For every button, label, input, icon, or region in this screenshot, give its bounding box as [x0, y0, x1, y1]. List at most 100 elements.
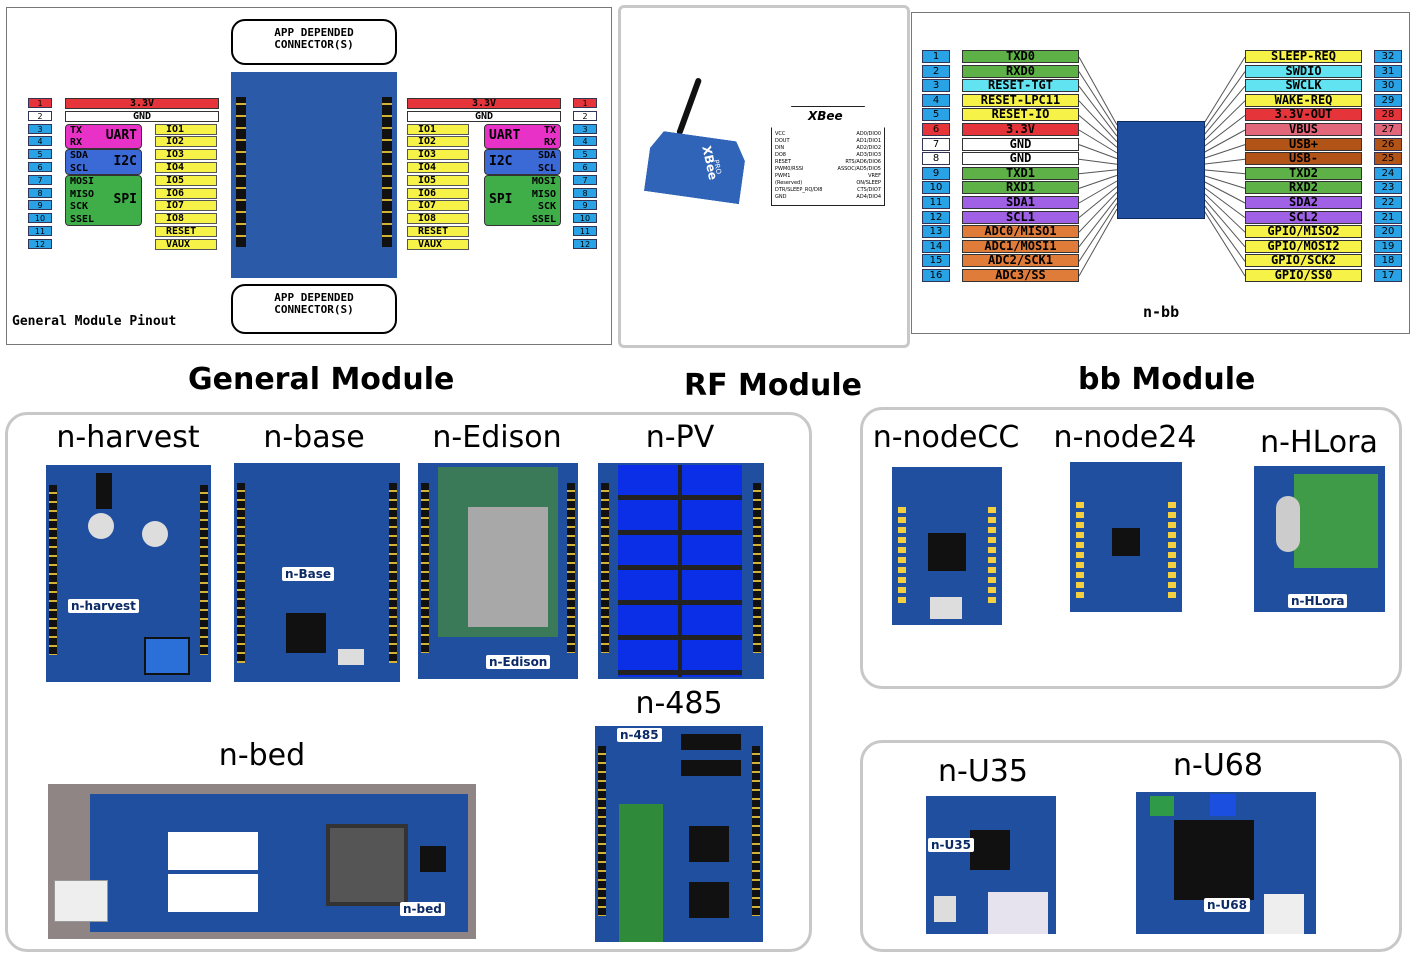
- xbee-left-pin: GND: [775, 194, 787, 200]
- group-name: UART: [489, 128, 521, 144]
- io-pin: RESET: [407, 226, 469, 237]
- bb-right-connector-line: [1202, 203, 1246, 262]
- bb-pin-label: GPIO/SCK2: [1245, 254, 1362, 268]
- io-pin: IO3: [407, 149, 469, 161]
- group-pin-label: SSEL: [531, 214, 556, 226]
- pin-number: 5: [573, 149, 597, 160]
- n-hlora-board-label: n-HLora: [1288, 594, 1348, 608]
- n-bed-board: n-bed: [48, 784, 476, 939]
- bb-pin-number: 14: [922, 239, 950, 253]
- bb-modules-group-b: [860, 740, 1402, 952]
- group-pin-label: SCK: [70, 201, 89, 213]
- bb-pin-number: 16: [922, 269, 950, 282]
- bb-pin-number: 26: [1374, 137, 1402, 151]
- io-pin: RESET: [155, 226, 217, 237]
- group-pin-label: SCK: [537, 201, 556, 213]
- bb-pin-label: GPIO/SS0: [1245, 269, 1362, 282]
- bb-pin-number: 19: [1374, 239, 1402, 253]
- bb-pin-label: USB+: [1245, 137, 1362, 151]
- callout-bottom: APP DEPENDED CONNECTOR(S): [231, 284, 397, 334]
- io-pin: VAUX: [407, 238, 469, 250]
- pin-number: 2: [28, 110, 52, 121]
- bb-pin-number: 6: [922, 123, 950, 136]
- n-harvest-board: n-harvest: [46, 465, 211, 682]
- bb-pin-number: 29: [1374, 93, 1402, 107]
- bb-pin-label: RESET-TGT: [962, 79, 1079, 93]
- bb-pin-number: 20: [1374, 225, 1402, 239]
- group-pin-label: RX: [70, 137, 83, 149]
- bb-pin-label: ADC2/SCK1: [962, 254, 1079, 268]
- group-pin-label: SCL: [537, 162, 556, 174]
- group-name: SPI: [489, 192, 513, 208]
- bb-pin-label: RXD1: [962, 181, 1079, 195]
- pin-number: 2: [573, 110, 597, 121]
- bb-pin-label: SCL2: [1245, 210, 1362, 224]
- xbee-left-pin: DOUT: [775, 138, 790, 144]
- bb-right-connector-line: [1202, 71, 1246, 131]
- n-u35-title: n-U35: [938, 754, 1028, 789]
- bb-right-connector-line: [1202, 180, 1246, 204]
- power-bar: 3.3V: [407, 98, 561, 109]
- callout-top: APP DEPENDED CONNECTOR(S): [231, 19, 397, 65]
- header-right: [382, 97, 392, 247]
- n-base-title: n-base: [263, 420, 365, 455]
- header-left: [236, 97, 246, 247]
- group-name: I2C: [489, 153, 513, 169]
- bb-left-connector-line: [1078, 208, 1118, 277]
- bb-left-connector-line: [1078, 56, 1118, 126]
- bb-right-connector-line: [1202, 100, 1246, 143]
- io-pin: IO7: [155, 200, 217, 212]
- bb-pin-label: RXD0: [962, 64, 1079, 78]
- bb-right-connector-line: [1202, 169, 1246, 175]
- n-u68-title: n-U68: [1173, 748, 1263, 783]
- bb-left-connector-line: [1078, 174, 1118, 189]
- xbee-left-pin: VCC: [775, 131, 786, 137]
- bb-right-connector-line: [1202, 115, 1246, 148]
- n-485-title: n-485: [635, 686, 723, 721]
- bb-pin-label: ADC1/MOSI1: [962, 239, 1079, 253]
- bb-pin-number: 24: [1374, 166, 1402, 180]
- bb-pin-label: ADC3/SS: [962, 269, 1079, 282]
- io-pin: IO6: [407, 187, 469, 199]
- n-harvest-board-label: n-harvest: [68, 599, 139, 613]
- n-base-board: n-Base: [234, 463, 400, 682]
- bb-right-connector-line: [1202, 129, 1246, 154]
- io-pin: IO3: [155, 149, 217, 161]
- bb-module-heading: bb Module: [1078, 362, 1256, 397]
- pin-number: 5: [28, 149, 52, 160]
- bb-pin-label: GND: [962, 152, 1079, 166]
- group-pin-label: MISO: [70, 188, 95, 200]
- bb-pin-label: 3.3V-OUT: [1245, 108, 1362, 122]
- bb-left-connector-line: [1078, 115, 1118, 148]
- xbee-right-pin: ASSOC/AD5/DIO5: [837, 166, 881, 172]
- xbee-right-pin: VREF: [868, 173, 881, 179]
- bb-pin-label: SDA2: [1245, 196, 1362, 209]
- bb-pin-label: 3.3V: [962, 123, 1079, 136]
- xbee-left-pin: DIN: [775, 145, 785, 151]
- n-hlora-title: n-HLora: [1260, 425, 1378, 460]
- bb-pin-label: TXD0: [962, 50, 1079, 63]
- bb-pin-label: GPIO/MOSI2: [1245, 239, 1362, 253]
- ground-bar: GND: [407, 110, 561, 122]
- n-bed-title: n-bed: [218, 738, 306, 773]
- bb-right-connector-line: [1202, 56, 1246, 126]
- io-pin: IO1: [155, 123, 217, 135]
- n-node24-title: n-node24: [1053, 420, 1197, 455]
- group-pin-label: MOSI: [531, 175, 556, 187]
- n-nodecc-title: n-nodeCC: [872, 420, 1020, 455]
- xbee-left-pin: RESET: [775, 159, 792, 165]
- bb-right-connector-line: [1202, 174, 1246, 189]
- n-nodecc-board: [892, 467, 1002, 625]
- general-modules-group: [5, 412, 812, 952]
- bb-pin-label: SLEEP-REQ: [1245, 50, 1362, 63]
- pin-number: 1: [573, 98, 597, 108]
- bb-pin-number: 7: [922, 137, 950, 151]
- bb-left-connector-line: [1078, 158, 1118, 165]
- xbee-right-pin: AD0/DIO0: [856, 131, 881, 137]
